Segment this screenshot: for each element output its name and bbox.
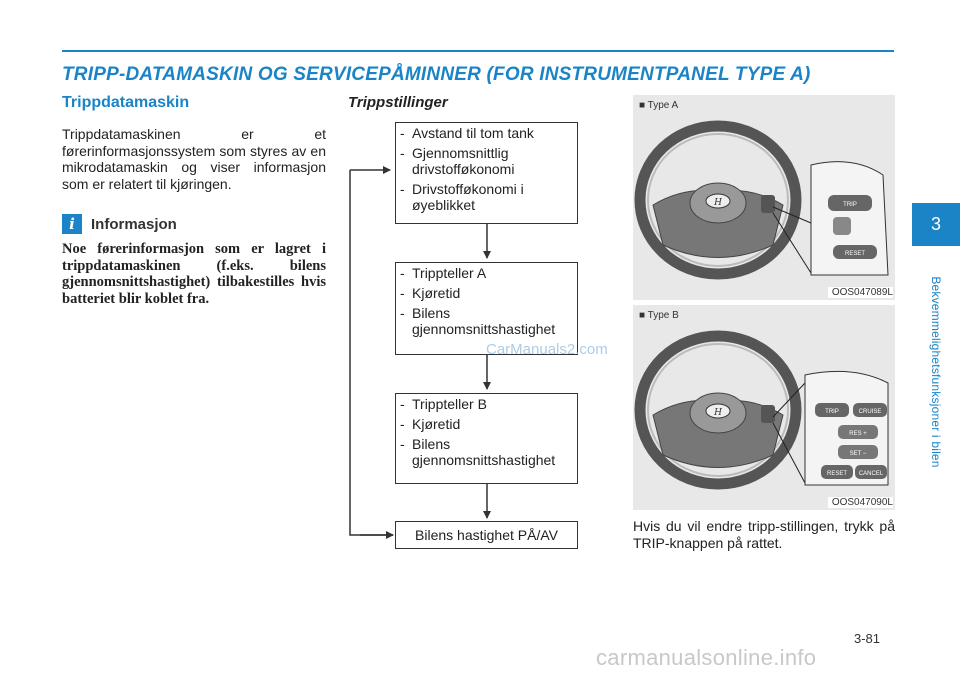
flow-item: -Bilens gjennomsnittshastighet [400, 436, 556, 468]
figure-label: ■ Type B [639, 310, 679, 321]
flow-item: -Drivstofføkonomi i øyeblikket [400, 181, 524, 213]
info-text: Noe førerinformasjon som er lagret i tri… [62, 241, 326, 307]
flow-box-1: -Avstand til tom tank -Gjennomsnittlig d… [395, 122, 578, 224]
page-number: 3-81 [854, 631, 881, 646]
chapter-title: Bekvemmelighetsfunksjoner i bilen [929, 276, 943, 468]
res-button-label: RES + [849, 431, 867, 437]
info-title: Informasjon [91, 215, 177, 233]
trip-settings-heading: Trippstillinger [348, 94, 448, 111]
arrow-return-loop [349, 170, 393, 536]
set-button-label: SET − [850, 451, 867, 457]
chapter-tab: 3 [912, 203, 960, 246]
flow-item: -Kjøretid [400, 416, 461, 432]
page-title: TRIPP-DATAMASKIN OG SERVICEPÅMINNER (FOR… [62, 64, 811, 85]
left-column: Trippdatamaskin Trippdatamaskinen er et … [62, 94, 326, 307]
flow-item: -Kjøretid [400, 285, 461, 301]
trip-instruction: Hvis du vil endre tripp-stillingen, tryk… [633, 518, 895, 551]
watermark: CarManuals2.com [486, 341, 608, 358]
figure-label: ■ Type A [639, 100, 679, 111]
trip-button-label: TRIP [843, 202, 857, 208]
brand-logo-icon: H [713, 198, 722, 208]
steering-wheel-illustration: H TRIP RESET [634, 120, 889, 280]
figure-code: OOS047090L [827, 497, 893, 508]
info-icon: i [62, 214, 82, 234]
flow-box-2: -Trippteller A -Kjøretid -Bilens gjennom… [395, 262, 578, 355]
flow-box-4: Bilens hastighet PÅ/AV [395, 521, 578, 549]
top-rule [62, 50, 894, 52]
cancel-button-label: CANCEL [859, 471, 884, 477]
trip-button-label: TRIP [825, 409, 839, 415]
intro-paragraph: Trippdatamaskinen er et førerinformasjon… [62, 126, 326, 192]
cruise-button-label: CRUISE [859, 409, 882, 415]
footer-url: carmanualsonline.info [596, 645, 817, 670]
flow-item: -Gjennomsnittlig drivstofføkonomi [400, 145, 515, 177]
flow-box-3: -Trippteller B -Kjøretid -Bilens gjennom… [395, 393, 578, 484]
reset-button-label: RESET [845, 251, 865, 257]
steering-wheel-illustration: H TRIP CRUISE RES + SET − RESET CANCEL [634, 330, 889, 490]
flow-item: -Avstand til tom tank [400, 125, 534, 141]
figure-type-b: H TRIP CRUISE RES + SET − RESET CANCEL ■… [633, 305, 895, 510]
figure-code: OOS047089L [827, 287, 893, 298]
flow-item: -Trippteller B [400, 396, 487, 412]
section-heading: Trippdatamaskin [62, 94, 190, 111]
info-header: i Informasjon [62, 214, 326, 234]
figure-type-a: H TRIP RESET ■ Type A OOS047089L [633, 95, 895, 300]
flow-item: -Trippteller A [400, 265, 487, 281]
brand-logo-icon: H [713, 408, 722, 418]
reset-button-label: RESET [827, 471, 847, 477]
flow-item: -Bilens gjennomsnittshastighet [400, 305, 556, 337]
